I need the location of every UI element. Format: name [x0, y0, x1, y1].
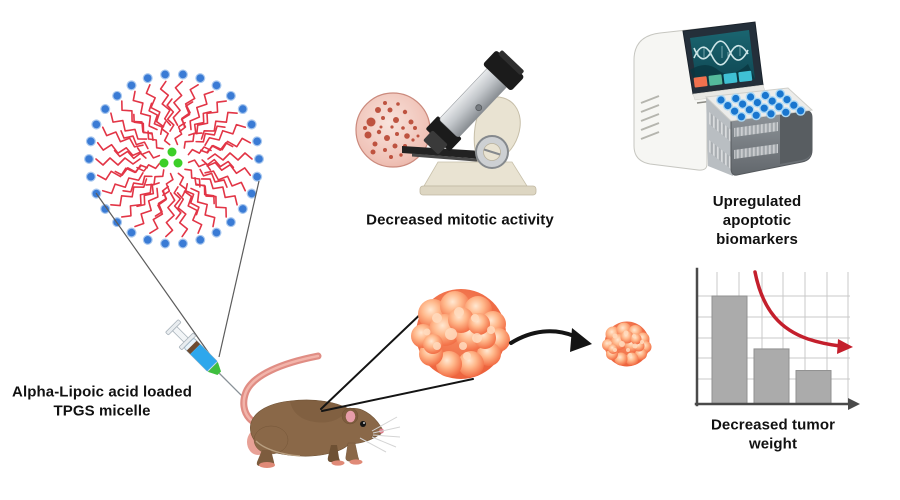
tumor-callout-lines [320, 306, 474, 412]
tumor-large-icon [411, 289, 510, 379]
bar-chart-bars [711, 295, 832, 405]
mouse-eye [360, 421, 366, 427]
mouse-whiskers [359, 416, 401, 453]
pcr-screen-buttons [693, 70, 753, 88]
chart-caption: Decreased tumor weight [710, 416, 836, 452]
dna-helix-graphic [693, 40, 749, 66]
microscope-caption: Decreased mitotic activity [366, 211, 554, 229]
micelle-label: Alpha-Lipoic acid loaded TPGS micelle [12, 383, 192, 419]
chart-bar [795, 370, 832, 405]
drug-core-dots [159, 147, 183, 168]
microscope-stage [402, 146, 482, 159]
mouse-icon [240, 352, 401, 468]
sample-tubes [716, 88, 806, 122]
vent-grille [640, 95, 660, 140]
microscope-tube [423, 50, 524, 154]
micelle-illustration [83, 68, 265, 250]
chart-bar [711, 295, 748, 405]
magnification-lines [95, 180, 260, 360]
syringe-icon [165, 319, 246, 400]
trend-arrow-icon [753, 270, 853, 354]
microscope-icon [355, 50, 537, 196]
x-axis-arrowhead [848, 398, 860, 410]
chart-bar [753, 348, 790, 405]
shrink-arrow-icon [509, 328, 592, 352]
bar-chart-illustration [694, 267, 860, 410]
pcr-caption: Upregulated apoptotic biomarkers [712, 192, 802, 248]
pcr-machine-icon [633, 21, 814, 176]
tumor-small-icon [602, 321, 652, 367]
pcr-drawer [704, 87, 814, 176]
